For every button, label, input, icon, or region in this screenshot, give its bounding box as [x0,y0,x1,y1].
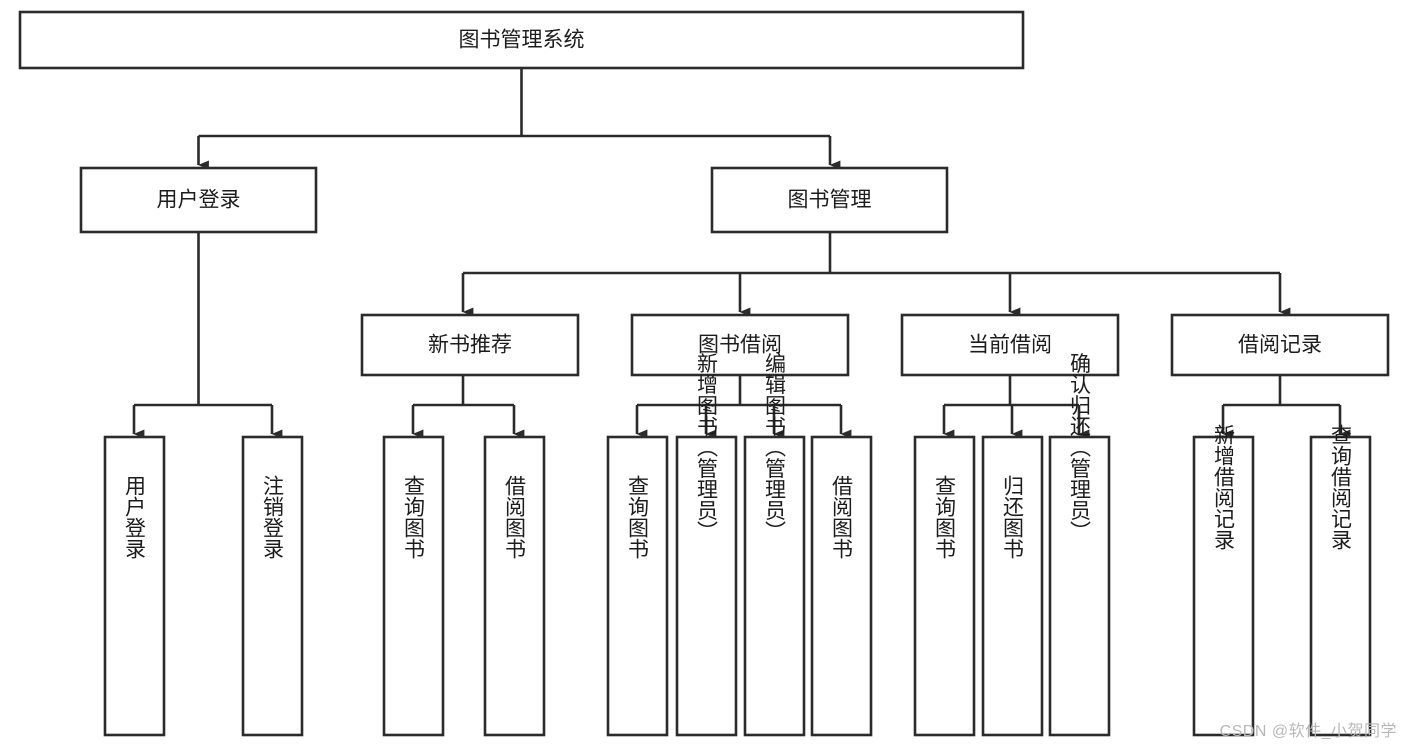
leaf-box[interactable] [103,435,166,737]
node-current-borrow-box[interactable] [900,313,1120,377]
node-new-book-recommend[interactable]: 新书推荐 [360,313,580,377]
leaf-node-book-borrow-edit[interactable]: 编辑图书（管理员） [743,353,806,737]
leaf-label: 查询图书 [626,475,650,559]
node-new-book-recommend-box[interactable] [360,313,580,377]
leaf-label: 新增图书（管理员） [695,353,719,542]
leaf-node-user-login-logout[interactable]: 注销登录 [241,435,304,737]
node-user-login[interactable]: 用户登录 [79,166,318,234]
leaf-box[interactable] [382,435,445,737]
node-root-box[interactable] [18,10,1025,70]
csdn-watermark: CSDN @软件_小贺同学 [1219,723,1397,740]
node-borrow-record[interactable]: 借阅记录 [1170,313,1390,377]
node-borrow-record-box[interactable] [1170,313,1390,377]
leaf-box[interactable] [606,435,669,737]
leaf-label: 查询图书 [402,475,426,559]
leaf-box[interactable] [1192,435,1255,737]
leaf-node-borrow-record-query[interactable]: 查询借阅记录 [1309,424,1372,737]
leaf-node-book-borrow-query[interactable]: 查询图书 [606,435,669,737]
leaf-node-new-book-query[interactable]: 查询图书 [382,435,445,737]
leaf-box[interactable] [743,435,806,737]
leaf-box[interactable] [1309,435,1372,737]
leaf-box[interactable] [675,435,738,737]
leaf-box[interactable] [483,435,546,737]
leaf-node-new-book-borrow[interactable]: 借阅图书 [483,435,546,737]
leaf-label: 归还图书 [1001,475,1025,559]
leaf-box[interactable] [981,435,1044,737]
node-user-login-label: 用户登录 [157,189,241,212]
leaf-box[interactable] [241,435,304,737]
leaf-node-book-borrow-add[interactable]: 新增图书（管理员） [675,353,738,737]
leaf-label: 查询借阅记录 [1329,424,1353,550]
node-book-borrow[interactable]: 图书借阅 [630,313,850,377]
node-book-management[interactable]: 图书管理 [710,166,949,234]
node-book-borrow-box[interactable] [630,313,850,377]
leaf-node-borrow-record-add[interactable]: 新增借阅记录 [1192,424,1255,737]
node-book-management-label: 图书管理 [788,189,872,212]
leaf-label: 新增借阅记录 [1212,424,1236,550]
leaf-label: 用户登录 [123,475,147,559]
leaf-box[interactable] [810,435,873,737]
node-root-label: 图书管理系统 [459,29,585,52]
leaf-node-current-borrow-return[interactable]: 归还图书 [981,435,1044,737]
leaf-node-user-login-login[interactable]: 用户登录 [103,435,166,737]
node-current-borrow-label: 当前借阅 [968,334,1052,357]
leaf-box[interactable] [1048,435,1111,737]
leaf-label: 借阅图书 [503,475,527,559]
node-current-borrow[interactable]: 当前借阅 [900,313,1120,377]
node-book-management-box[interactable] [710,166,949,234]
leaf-label: 确认归还（管理员） [1068,353,1092,542]
leaf-node-current-borrow-confirm[interactable]: 确认归还（管理员） [1048,353,1111,737]
leaf-box[interactable] [913,435,976,737]
node-borrow-record-label: 借阅记录 [1238,334,1322,357]
node-book-borrow-label: 图书借阅 [698,334,782,357]
node-new-book-recommend-label: 新书推荐 [428,334,512,357]
leaf-label: 注销登录 [261,475,285,559]
leaf-label: 借阅图书 [830,475,854,559]
node-root-book-management-system[interactable]: 图书管理系统 [18,10,1025,70]
leaf-label: 查询图书 [933,475,957,559]
leaf-label: 编辑图书（管理员） [763,353,787,542]
node-user-login-box[interactable] [79,166,318,234]
leaf-node-current-borrow-query[interactable]: 查询图书 [913,435,976,737]
leaf-node-book-borrow-borrow[interactable]: 借阅图书 [810,435,873,737]
connector-layer [132,68,1351,439]
